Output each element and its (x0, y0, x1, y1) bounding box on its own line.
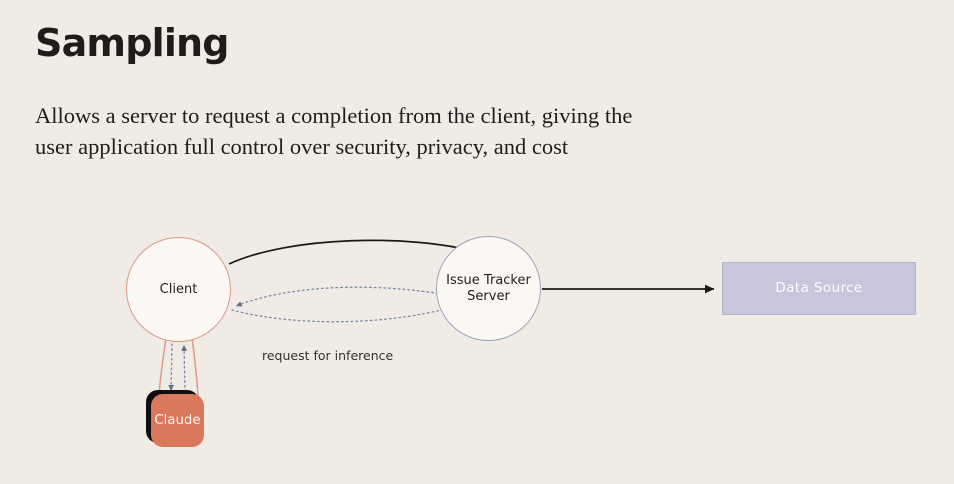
edge-client-claude-funnel-left (158, 337, 167, 397)
node-client[interactable]: Client (126, 237, 231, 342)
node-issue-tracker-server[interactable]: Issue Tracker Server (436, 236, 541, 341)
edge-client-to-server-dotted (231, 302, 467, 323)
page-title: Sampling (35, 21, 230, 65)
node-claude-label: Claude (154, 412, 201, 428)
edge-label-request-for-inference: request for inference (262, 348, 394, 363)
node-claude[interactable]: Claude (151, 394, 204, 447)
edge-client-claude-funnel-right (191, 337, 199, 397)
edge-client-to-server-solid (228, 239, 478, 265)
node-issue-tracker-server-label: Issue Tracker Server (446, 272, 531, 304)
edge-claude-to-client-dotted (181, 344, 187, 393)
node-client-label: Client (159, 281, 198, 297)
node-data-source-label: Data Source (775, 280, 863, 297)
page-subtitle: Allows a server to request a completion … (35, 103, 633, 160)
node-data-source[interactable]: Data Source (722, 262, 916, 315)
edge-client-to-claude-dotted (168, 343, 174, 392)
